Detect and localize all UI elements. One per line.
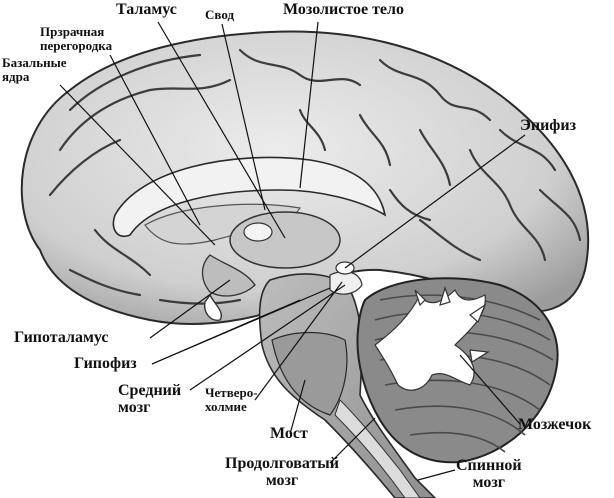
pons-shape bbox=[271, 331, 348, 416]
leader-lines bbox=[59, 21, 526, 481]
label-pineal-gland: Эпифиз bbox=[520, 117, 577, 134]
cortex-sulci bbox=[48, 48, 582, 305]
label-cerebellum: Мозжечок bbox=[518, 416, 592, 433]
corpus-callosum bbox=[112, 156, 387, 237]
label-basal-ganglia: Базальные ядра bbox=[2, 55, 67, 84]
pituitary-shape bbox=[203, 293, 222, 321]
label-pituitary: Гипофиз bbox=[74, 355, 137, 372]
label-corpus-callosum: Мозолистое тело bbox=[283, 1, 404, 18]
label-thalamus: Таламус bbox=[116, 1, 177, 18]
label-quadrigemina: Четверо- холмие bbox=[205, 385, 258, 414]
label-hypothalamus: Гипоталамус bbox=[14, 329, 109, 346]
label-medulla: Продолговатый мозг bbox=[225, 455, 340, 489]
label-spinal-cord: Спинной мозг bbox=[456, 457, 522, 491]
thalamus-highlight bbox=[243, 222, 273, 242]
label-septum-pellucidum: Прзрачная перегородка bbox=[40, 24, 113, 53]
arbor-vitae bbox=[374, 286, 490, 391]
hypothalamus-shape bbox=[201, 254, 256, 297]
medulla-shape bbox=[334, 399, 421, 498]
thalamus-shape bbox=[229, 211, 341, 269]
label-pons: Мост bbox=[270, 425, 308, 442]
label-fornix: Свод bbox=[205, 7, 235, 22]
label-midbrain: Средний мозг bbox=[118, 382, 182, 416]
